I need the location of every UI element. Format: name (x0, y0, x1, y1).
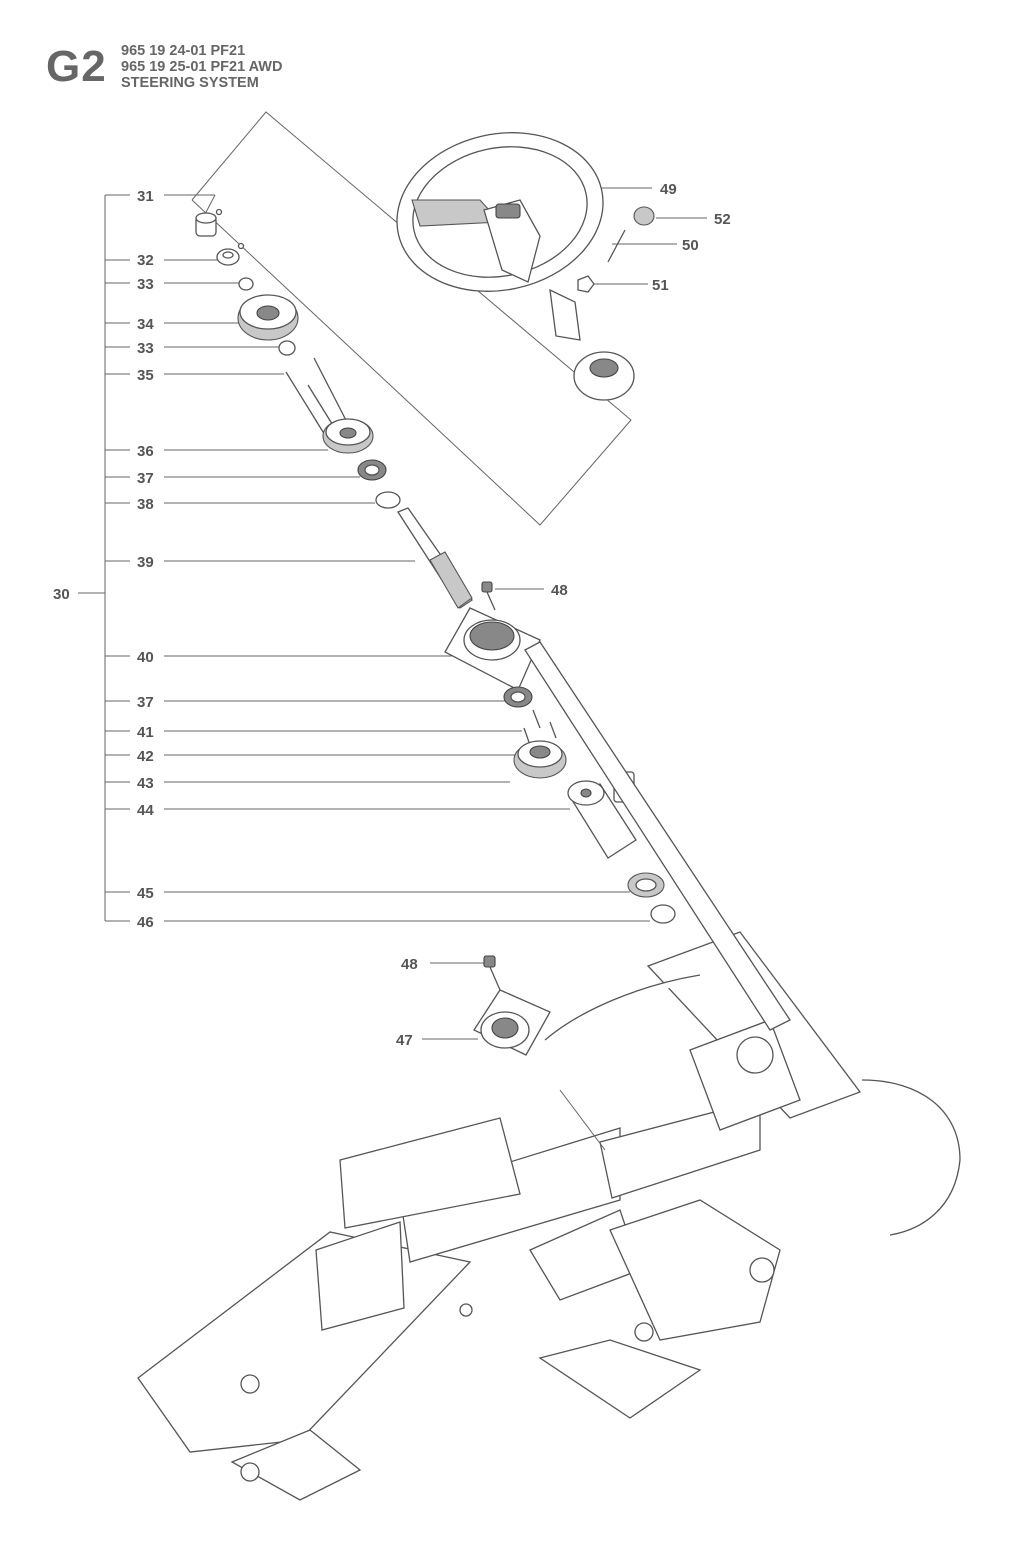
callout-49: 49 (660, 181, 677, 198)
callout-33-upper: 33 (137, 276, 154, 293)
callout-43: 43 (137, 775, 154, 792)
callout-48-upper: 48 (551, 582, 568, 599)
callout-32: 32 (137, 252, 154, 269)
callout-33-lower: 33 (137, 340, 154, 357)
callout-labels: 31 32 33 34 33 35 36 37 38 39 30 40 37 4… (53, 181, 731, 1049)
callout-51: 51 (652, 277, 669, 294)
callout-39: 39 (137, 554, 154, 571)
header: G2 965 19 24-01 PF21 965 19 25-01 PF21 A… (0, 0, 1024, 110)
callout-31: 31 (137, 188, 154, 205)
steering-column-tube (524, 641, 791, 1031)
callout-50: 50 (682, 237, 699, 254)
header-lines: 965 19 24-01 PF21 965 19 25-01 PF21 AWD … (121, 43, 282, 91)
column-parts (195, 208, 676, 1056)
callout-52: 52 (714, 211, 731, 228)
callout-42: 42 (137, 748, 154, 765)
callout-47: 47 (396, 1032, 413, 1049)
model-line-2: 965 19 25-01 PF21 AWD (121, 59, 283, 75)
section-code: G2 (46, 42, 107, 91)
leader-lines (105, 187, 707, 1040)
detail-outline (191, 111, 632, 526)
callout-46: 46 (137, 914, 154, 931)
section-title: STEERING SYSTEM (121, 75, 259, 91)
tractor-frame (137, 931, 961, 1501)
callout-36: 36 (137, 443, 154, 460)
callout-34: 34 (137, 316, 154, 333)
callout-35: 35 (137, 367, 154, 384)
callout-37-upper: 37 (137, 470, 154, 487)
callout-30: 30 (53, 586, 70, 603)
model-line-1: 965 19 24-01 PF21 (121, 43, 246, 59)
callout-37-lower: 37 (137, 694, 154, 711)
assembly-bracket (78, 195, 106, 921)
callout-45: 45 (137, 885, 154, 902)
callout-40: 40 (137, 649, 154, 666)
callout-38: 38 (137, 496, 154, 513)
callout-48-lower: 48 (401, 956, 418, 973)
callout-41: 41 (137, 724, 154, 741)
steering-wheel (396, 132, 655, 401)
callout-44: 44 (137, 802, 154, 819)
